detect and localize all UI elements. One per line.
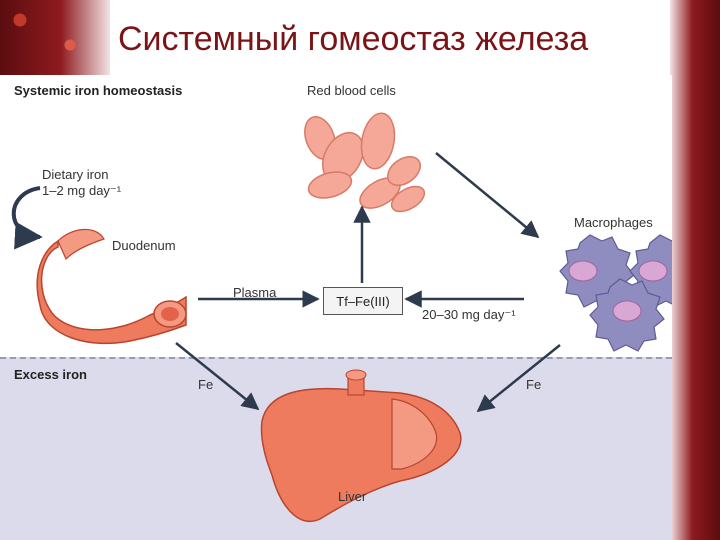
fe-duodenum-to-liver-arrow bbox=[175, 342, 260, 411]
decorative-frame-right bbox=[670, 0, 720, 540]
red-blood-cells-label: Red blood cells bbox=[307, 83, 396, 98]
duodenum-illustration bbox=[36, 228, 187, 345]
dietary-intake-arrow bbox=[11, 186, 43, 250]
liver-illustration bbox=[260, 369, 462, 522]
macrophages-illustration bbox=[559, 234, 672, 352]
rbc-to-macrophage-arrow bbox=[435, 152, 540, 239]
region-divider bbox=[0, 357, 672, 359]
transferrin-iron-complex: Tf–Fe(III) bbox=[323, 287, 403, 315]
decorative-frame-left bbox=[0, 0, 110, 75]
slide-title: Системный гомеостаз железа bbox=[118, 20, 589, 58]
iron-cycle-diagram bbox=[11, 112, 672, 522]
fe-label-right: Fe bbox=[526, 377, 542, 392]
plasma-label: Plasma bbox=[233, 285, 277, 300]
dietary-iron-label: Dietary iron bbox=[42, 167, 109, 182]
duodenum-label: Duodenum bbox=[112, 238, 176, 253]
diagram-panel: Systemic iron homeostasis Excess iron Di… bbox=[0, 75, 672, 540]
recycle-rate-label: 20–30 mg day⁻¹ bbox=[422, 307, 516, 322]
section-title-excess-iron: Excess iron bbox=[14, 367, 87, 382]
red-blood-cells-illustration bbox=[304, 112, 426, 213]
section-title-homeostasis: Systemic iron homeostasis bbox=[14, 83, 183, 98]
dietary-iron-rate: 1–2 mg day⁻¹ bbox=[42, 183, 122, 198]
fe-macrophage-to-liver-arrow bbox=[476, 344, 561, 413]
liver-label: Liver bbox=[338, 489, 367, 504]
macrophages-label: Macrophages bbox=[574, 215, 653, 230]
fe-label-left: Fe bbox=[198, 377, 214, 392]
